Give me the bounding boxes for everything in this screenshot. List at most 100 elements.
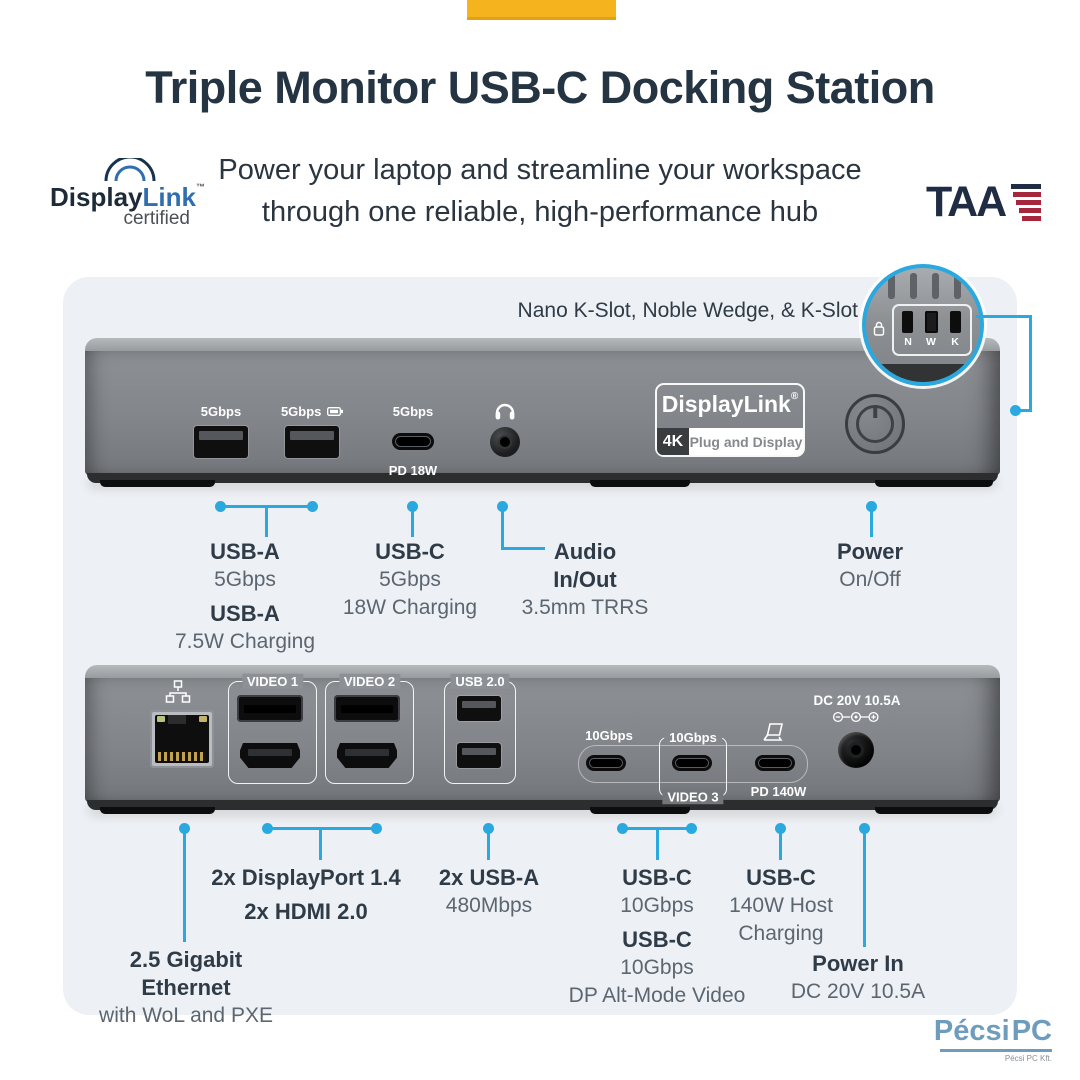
callout-line (779, 829, 782, 860)
callout-front-audio: Audio In/Out 3.5mm TRRS (521, 539, 649, 619)
dock-bottom-edge (87, 473, 998, 483)
kslot-note: Nano K-Slot, Noble Wedge, & K-Slot (517, 299, 858, 322)
callout-dot (215, 501, 226, 512)
dp-slot (341, 704, 393, 713)
callout-ethernet: 2.5 Gigabit Ethernet with WoL and PXE (99, 947, 273, 1027)
ethernet-clip (168, 715, 186, 724)
hdmi-port-1 (240, 743, 300, 768)
displaylink-arcs-icon (104, 158, 156, 182)
dc-power-jack (838, 732, 874, 768)
badge-4k-mark: 4K (657, 428, 689, 455)
vent-slot-icon (888, 273, 895, 299)
callout-front-usbc: USB-C 5Gbps 18W Charging (342, 539, 478, 619)
callout-dot (407, 501, 418, 512)
callout-usbc-video: USB-C 10Gbps USB-C 10Gbps DP Alt-Mode Vi… (568, 865, 746, 1007)
battery-charge-icon (327, 407, 344, 416)
callout-dot (483, 823, 494, 834)
displaylink-wordmark: DisplayLink™ (50, 182, 205, 212)
callout-line (183, 829, 186, 942)
kslot-connector-line (1029, 315, 1032, 411)
callout-line (501, 547, 545, 550)
front-usba-port-1 (194, 426, 248, 458)
usb-tongue (462, 701, 496, 708)
dock-top-face (85, 665, 1000, 680)
dock-foot (590, 480, 690, 487)
callout-line (487, 829, 490, 860)
power-icon (873, 405, 877, 418)
usb20-group-outline: USB 2.0 (444, 673, 516, 784)
badge-brand-text: DisplayLink® (661, 391, 799, 417)
back-usba-port-2 (457, 743, 501, 768)
hdmi-slot (345, 749, 389, 756)
front-usba1-speed-label: 5Gbps (200, 404, 242, 419)
power-button (845, 394, 905, 454)
hdmi-port-2 (337, 743, 397, 768)
callout-power-in: Power In DC 20V 10.5A (790, 951, 926, 1003)
back-usbc-port-3 (755, 755, 795, 771)
ethernet-led (157, 716, 165, 722)
vent-slot-icon (910, 273, 917, 299)
back-usbc-port-2 (672, 755, 712, 771)
callout-front-power: Power On/Off (836, 539, 904, 591)
video1-group-outline: VIDEO 1 (228, 673, 317, 784)
page-title: Triple Monitor USB-C Docking Station (145, 62, 935, 113)
callout-dot (617, 823, 628, 834)
taa-logo: TAA (926, 181, 1043, 224)
taa-flag-icon (1011, 184, 1042, 221)
dock-foot (590, 807, 690, 814)
usb20-label: USB 2.0 (450, 673, 510, 689)
callout-dot (859, 823, 870, 834)
usbc-row-outline (578, 745, 808, 783)
inset-shadow (866, 364, 980, 382)
kslot-slot (950, 311, 961, 333)
back-usbc2-speed-label: 10Gbps (664, 729, 722, 745)
video3-bracket: 10Gbps VIDEO 3 (659, 729, 727, 805)
brand-accent-bar (467, 0, 616, 20)
video1-label: VIDEO 1 (241, 673, 304, 689)
callout-line (319, 829, 322, 860)
callout-line (501, 507, 504, 550)
ethernet-network-icon (165, 680, 191, 703)
subtitle-line-2: through one reliable, high-performance h… (261, 196, 819, 228)
polarity-icon (832, 711, 879, 723)
callout-dot (775, 823, 786, 834)
callout-usbc-host: USB-C 140W Host Charging (729, 865, 833, 945)
callout-line (221, 505, 312, 508)
front-usba2-speed-label: 5Gbps (266, 404, 358, 419)
wedge-slot-letter: W (926, 336, 936, 348)
front-usbc-speed-label: 5Gbps (392, 404, 434, 419)
hdmi-slot (248, 749, 292, 756)
usb-tongue (290, 431, 334, 440)
dc-rating-label: DC 20V 10.5A (813, 693, 901, 708)
kslot-connector-dot (1010, 405, 1021, 416)
callout-dot (179, 823, 190, 834)
laptop-icon (763, 723, 784, 741)
kslot-connector-line (976, 315, 1032, 318)
jack-hole (851, 745, 861, 755)
usbc-slot (395, 436, 431, 447)
displaylink-certified-label: certified (123, 208, 190, 229)
noble-wedge-slot (925, 311, 938, 333)
front-audio-jack (490, 427, 520, 457)
displayport-port-2 (334, 695, 400, 722)
dock-foot (100, 480, 215, 487)
usb-tongue (199, 431, 243, 440)
ethernet-led (199, 716, 207, 722)
callout-line (656, 829, 659, 860)
callout-dot (307, 501, 318, 512)
ethernet-port (150, 710, 214, 768)
dock-bottom-edge (87, 800, 998, 810)
front-usba-port-2 (285, 426, 339, 458)
pecsipc-watermark: Pécsi PC Pécsi PC Kft. (934, 1006, 1052, 1063)
nano-kslot-slot (902, 311, 913, 333)
callout-dot (866, 501, 877, 512)
callout-dot (497, 501, 508, 512)
jack-hole (500, 437, 510, 447)
badge-tagline: Plug and Display (689, 433, 803, 450)
usbc-slot (675, 758, 709, 768)
callout-line (623, 827, 692, 830)
callout-dot (262, 823, 273, 834)
callout-line (870, 507, 873, 537)
video2-group-outline: VIDEO 2 (325, 673, 414, 784)
kslot-zoom-inset: N W K (862, 264, 984, 386)
